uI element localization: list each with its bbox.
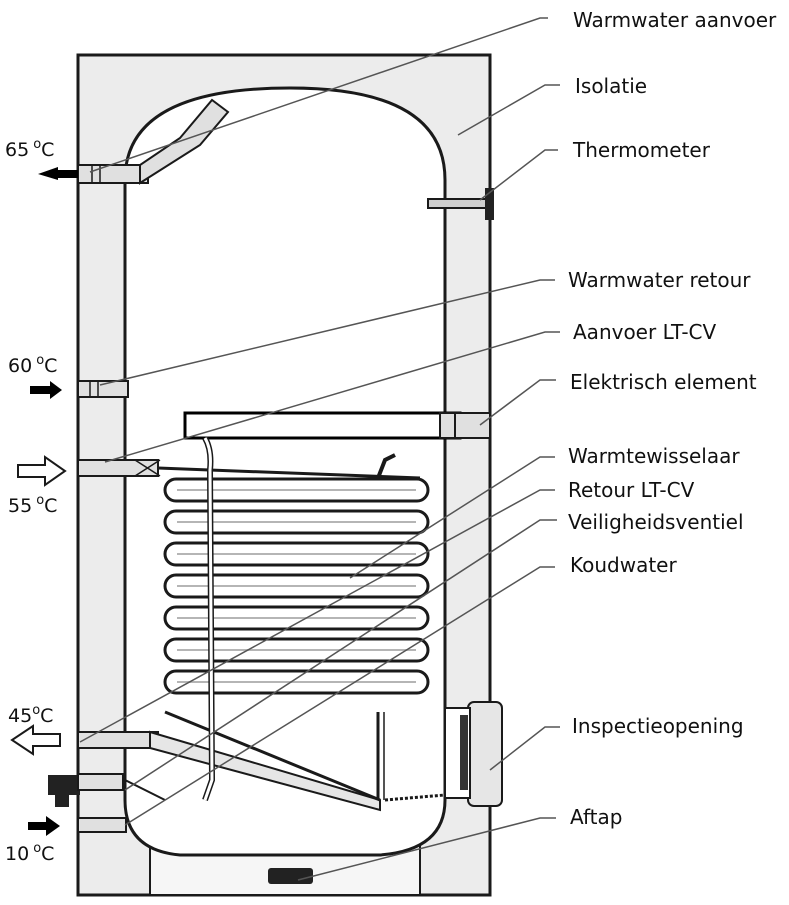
coil-outlet-pipe	[77, 730, 381, 812]
label-warmtewisselaar: Warmtewisselaar	[568, 444, 740, 468]
label-thermometer: Thermometer	[572, 138, 711, 162]
leader-elektrisch-element	[479, 379, 556, 426]
label-warmwater-retour: Warmwater retour	[568, 268, 751, 292]
in-arrow-60	[30, 381, 62, 399]
heat-exchanger-coil	[157, 466, 430, 802]
support-rods	[376, 712, 446, 802]
inspection-opening	[444, 701, 503, 807]
leader-aanvoer-lt-cv	[104, 331, 560, 463]
cold-water-inlet	[77, 779, 166, 833]
label-retour-lt-cv: Retour LT-CV	[568, 478, 695, 502]
coil-feed-line	[157, 466, 421, 480]
leader-inspectieopening	[489, 726, 560, 771]
label-veiligheidsventiel: Veiligheidsventiel	[568, 510, 744, 534]
label-warmwater-aanvoer: Warmwater aanvoer	[573, 8, 777, 32]
leader-thermometer	[479, 149, 558, 201]
drain-valve	[268, 868, 313, 884]
return-socket	[77, 380, 129, 398]
leader-veiligheidsventiel	[124, 519, 557, 791]
leader-aftap	[297, 817, 556, 881]
in-arrow-55	[17, 455, 67, 487]
leader-warmtewisselaar	[349, 456, 555, 579]
in-arrow-10	[28, 816, 60, 836]
label-aftap: Aftap	[570, 805, 622, 829]
leader-warmwater-aanvoer	[89, 17, 548, 173]
leader-koudwater	[124, 566, 555, 826]
label-inspectieopening: Inspectieopening	[572, 714, 744, 738]
coil-inlet-pipe	[77, 459, 161, 477]
leader-retour-lt-cv	[79, 489, 555, 743]
label-koudwater: Koudwater	[570, 553, 677, 577]
leader-warmwater-retour	[99, 279, 555, 386]
label-aanvoer-lt-cv: Aanvoer LT-CV	[573, 320, 717, 344]
temp-label-45: 45oC	[8, 703, 53, 727]
out-arrow-45	[10, 724, 61, 756]
label-elektrisch-element: Elektrisch element	[570, 370, 757, 394]
hot-out-arrow-65	[38, 167, 78, 180]
thermometer-probe	[427, 188, 494, 220]
leader-isolatie	[457, 84, 560, 136]
coil-return-line	[164, 710, 381, 802]
coil-hook	[376, 453, 396, 479]
safety-valve	[48, 773, 124, 807]
leader-lines	[79, 17, 560, 881]
label-isolatie: Isolatie	[575, 74, 647, 98]
